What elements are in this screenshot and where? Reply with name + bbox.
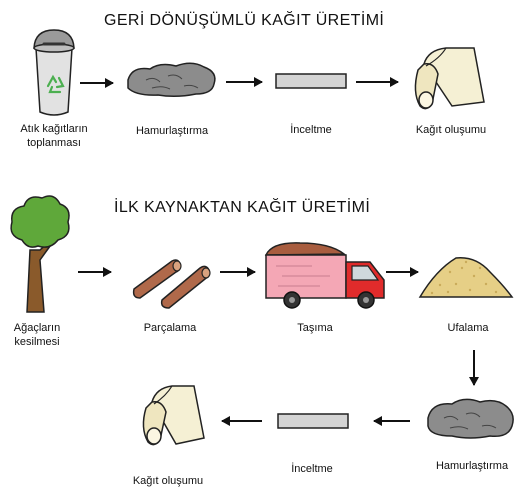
arrow-icon: [80, 77, 399, 88]
step-label-line: kesilmesi: [14, 336, 60, 348]
step-label-collection: Atık kağıtların toplanması: [20, 122, 87, 150]
step-label-pulping: Hamurlaştırma: [135, 125, 209, 137]
tree-icon: [10, 195, 70, 313]
step-label-thinning: İnceltme: [290, 124, 332, 136]
paper-roll-icon: [142, 385, 205, 446]
paper-roll-icon: [414, 47, 485, 110]
flat-sheet-icon: [275, 73, 347, 89]
recycling-bin-icon: [33, 29, 75, 116]
step-label-transport: Taşıma: [297, 322, 333, 334]
step-label-pulping-2: Hamurlaştırma: [435, 460, 509, 472]
logs-icon: [132, 259, 211, 309]
truck-icon: [264, 242, 385, 309]
recycled-title: GERİ DÖNÜŞÜMLÜ KAĞIT ÜRETİMİ: [104, 12, 385, 29]
step-label-forming: Kağıt oluşumu: [415, 124, 487, 136]
wood-chips-icon: [418, 257, 514, 298]
step-label-line: Atık kağıtların: [20, 123, 88, 135]
arrow-icon: [78, 267, 479, 426]
pulp-icon: [427, 398, 514, 439]
virgin-title: İLK KAYNAKTAN KAĞIT ÜRETİMİ: [114, 199, 371, 216]
step-label-chopping: Parçalama: [143, 322, 197, 334]
step-label-line: toplanması: [27, 137, 81, 149]
step-label-forming-2: Kağıt oluşumu: [132, 475, 204, 487]
step-label-felling: Ağaçların kesilmesi: [14, 321, 60, 349]
pulp-icon: [127, 62, 216, 98]
recycle-symbol-icon: [46, 74, 65, 94]
step-label-line: Ağaçların: [13, 322, 61, 334]
step-label-thinning-2: İnceltme: [291, 463, 333, 475]
step-label-shredding: Ufalama: [447, 322, 489, 334]
flat-sheet-icon: [277, 413, 349, 429]
